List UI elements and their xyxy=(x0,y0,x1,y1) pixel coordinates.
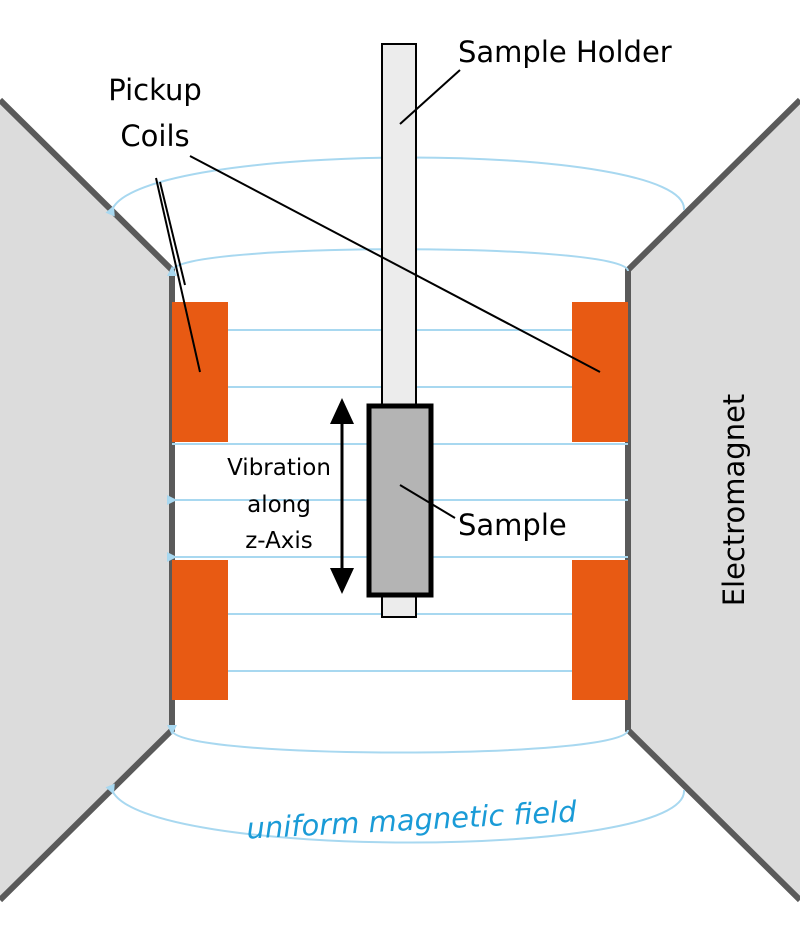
label-vibration-line3: z-Axis xyxy=(245,528,313,554)
pickup-coil-lower-left xyxy=(172,560,228,700)
label-sample: Sample xyxy=(458,508,567,542)
leader-sample-holder xyxy=(399,69,461,125)
leader-pickup-left-coil xyxy=(155,177,201,373)
sample-block xyxy=(366,403,434,598)
label-pickup-line2: Coils xyxy=(120,119,189,153)
electromagnet-left-pole xyxy=(0,100,172,900)
field-line-bottom-inner xyxy=(166,724,629,754)
leader-sample xyxy=(399,484,456,519)
pickup-coil-lower-right xyxy=(572,560,628,700)
label-pickup-line1: Pickup xyxy=(108,73,202,107)
electromagnet-right-pole xyxy=(628,100,800,900)
label-sample-holder: Sample Holder xyxy=(458,35,672,69)
sample-holder-rod xyxy=(381,43,417,407)
vibration-arrow xyxy=(330,398,354,594)
label-vibration-line2: along xyxy=(247,492,311,518)
field-line-bottom-outer xyxy=(105,783,686,844)
leader-pickup-left-upper xyxy=(159,181,186,286)
sample-holder-tip xyxy=(381,594,417,618)
label-electromagnet: Electromagnet xyxy=(717,394,751,607)
leader-lines xyxy=(155,69,601,519)
leader-pickup-right-coil xyxy=(189,155,601,373)
label-vibration-line1: Vibration xyxy=(227,455,331,481)
